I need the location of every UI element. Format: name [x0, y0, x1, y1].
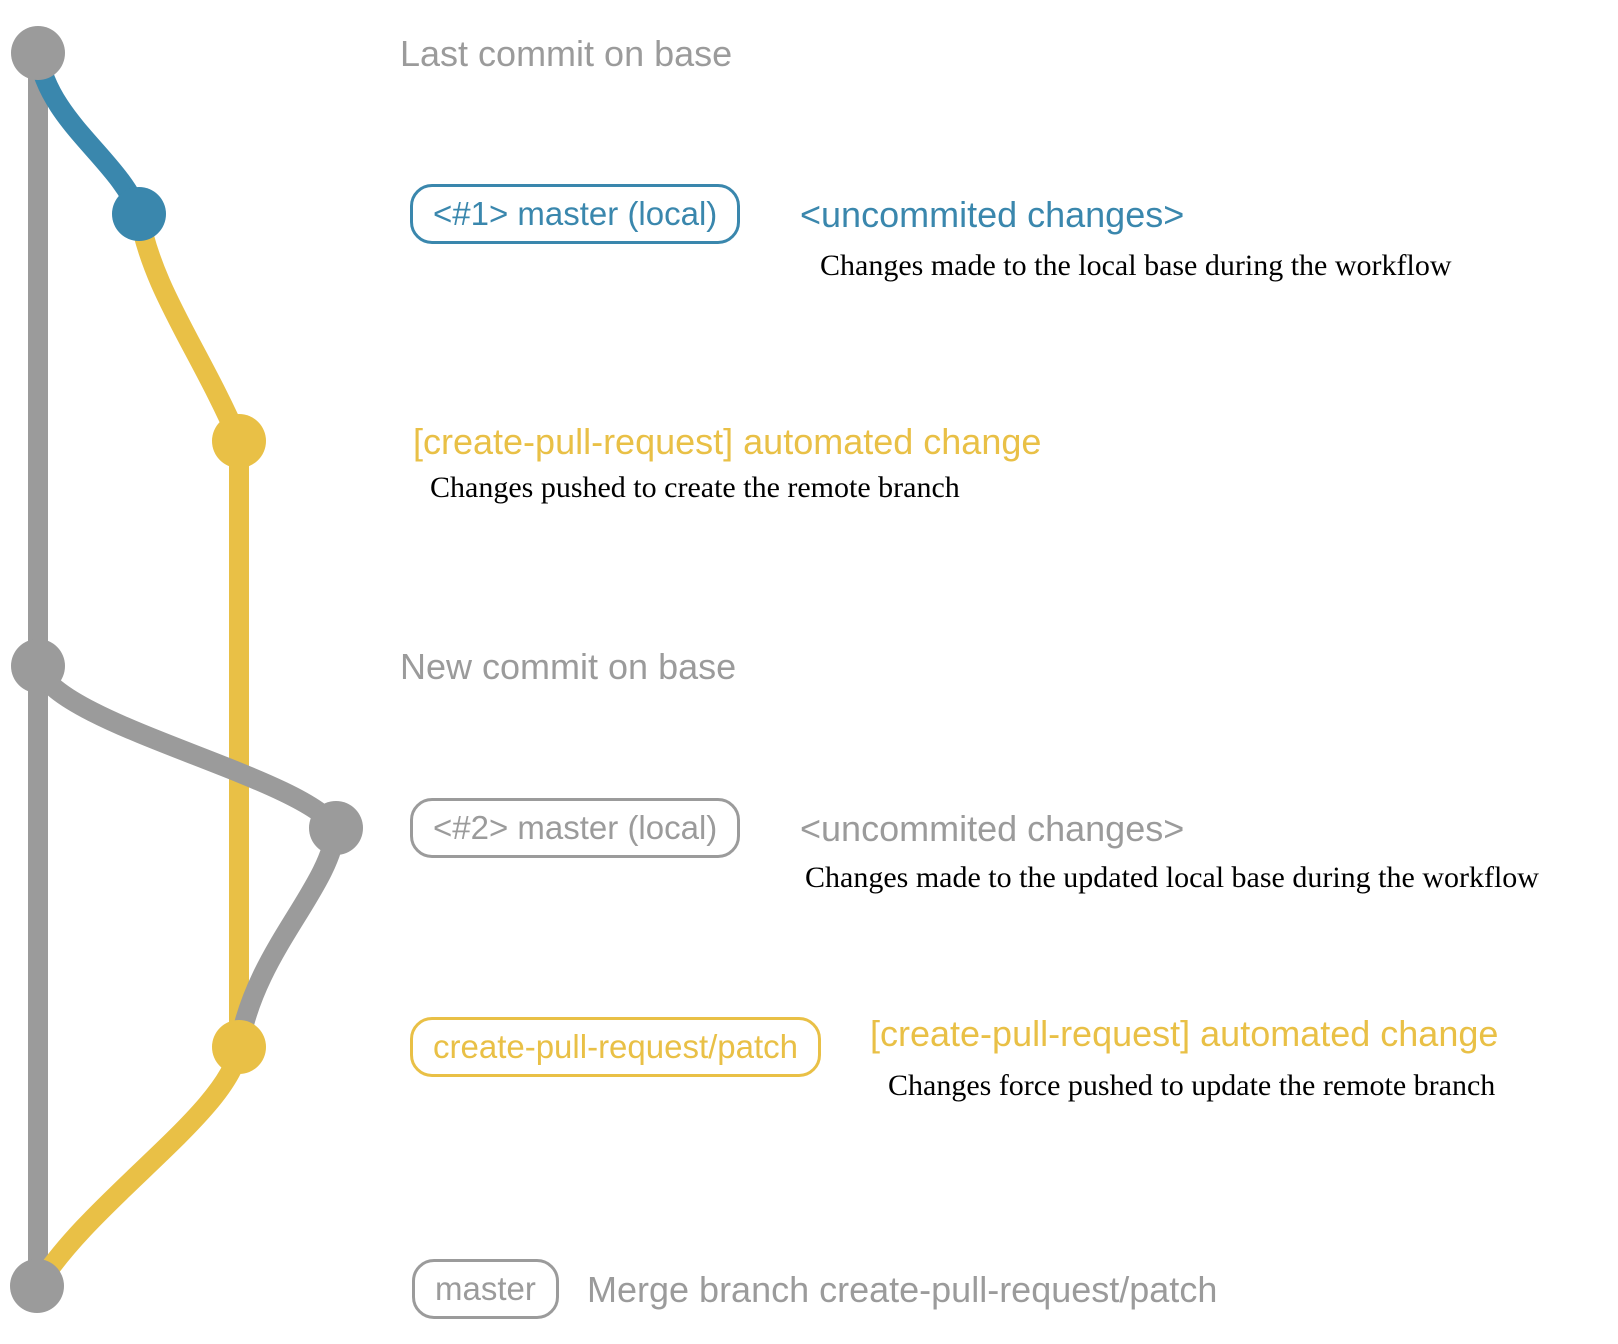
local-branch-curve-2-out [28, 656, 346, 838]
note-last-commit-on-base: Last commit on base [400, 33, 733, 74]
branch-badge-master-local-1: <#1> master (local) [410, 184, 741, 244]
note-new-commit-on-base: New commit on base [400, 646, 737, 687]
local-branch-curve-1 [28, 43, 149, 224]
local-branch-curve-2-in [229, 818, 346, 1057]
commit-node-patch-commit-2 [212, 1020, 266, 1074]
commit-node-local-changes-2 [309, 801, 363, 855]
commit-node-patch-commit-1 [212, 414, 266, 468]
patch-branch-curve-out [129, 204, 249, 451]
commit-message-merge: Merge branch create-pull-request/patch [587, 1269, 1218, 1310]
branch-badge-create-pull-request-patch: create-pull-request/patch [410, 1017, 822, 1077]
description-uncommitted-2: Changes made to the updated local base d… [805, 861, 1539, 894]
description-uncommitted-1: Changes made to the local base during th… [820, 249, 1452, 282]
commit-node-last-commit-on-base [11, 26, 65, 80]
patch-branch-merge-curve [28, 1037, 249, 1296]
branch-badge-master-local-2: <#2> master (local) [410, 798, 741, 858]
commit-node-merge-commit [10, 1259, 64, 1313]
branch-badge-master: master [412, 1259, 559, 1319]
commit-graph [10, 26, 363, 1313]
commit-node-new-commit-on-base [11, 639, 65, 693]
commit-message-automated-change-1: [create-pull-request] automated change [413, 421, 1042, 462]
commit-message-automated-change-2: [create-pull-request] automated change [870, 1013, 1499, 1054]
description-automated-change-2: Changes force pushed to update the remot… [888, 1069, 1496, 1102]
commit-message-uncommitted-2: <uncommited changes> [800, 808, 1185, 849]
description-automated-change-1: Changes pushed to create the remote bran… [430, 471, 960, 504]
commit-node-local-changes-1 [112, 187, 166, 241]
commit-message-uncommitted-1: <uncommited changes> [800, 194, 1185, 235]
